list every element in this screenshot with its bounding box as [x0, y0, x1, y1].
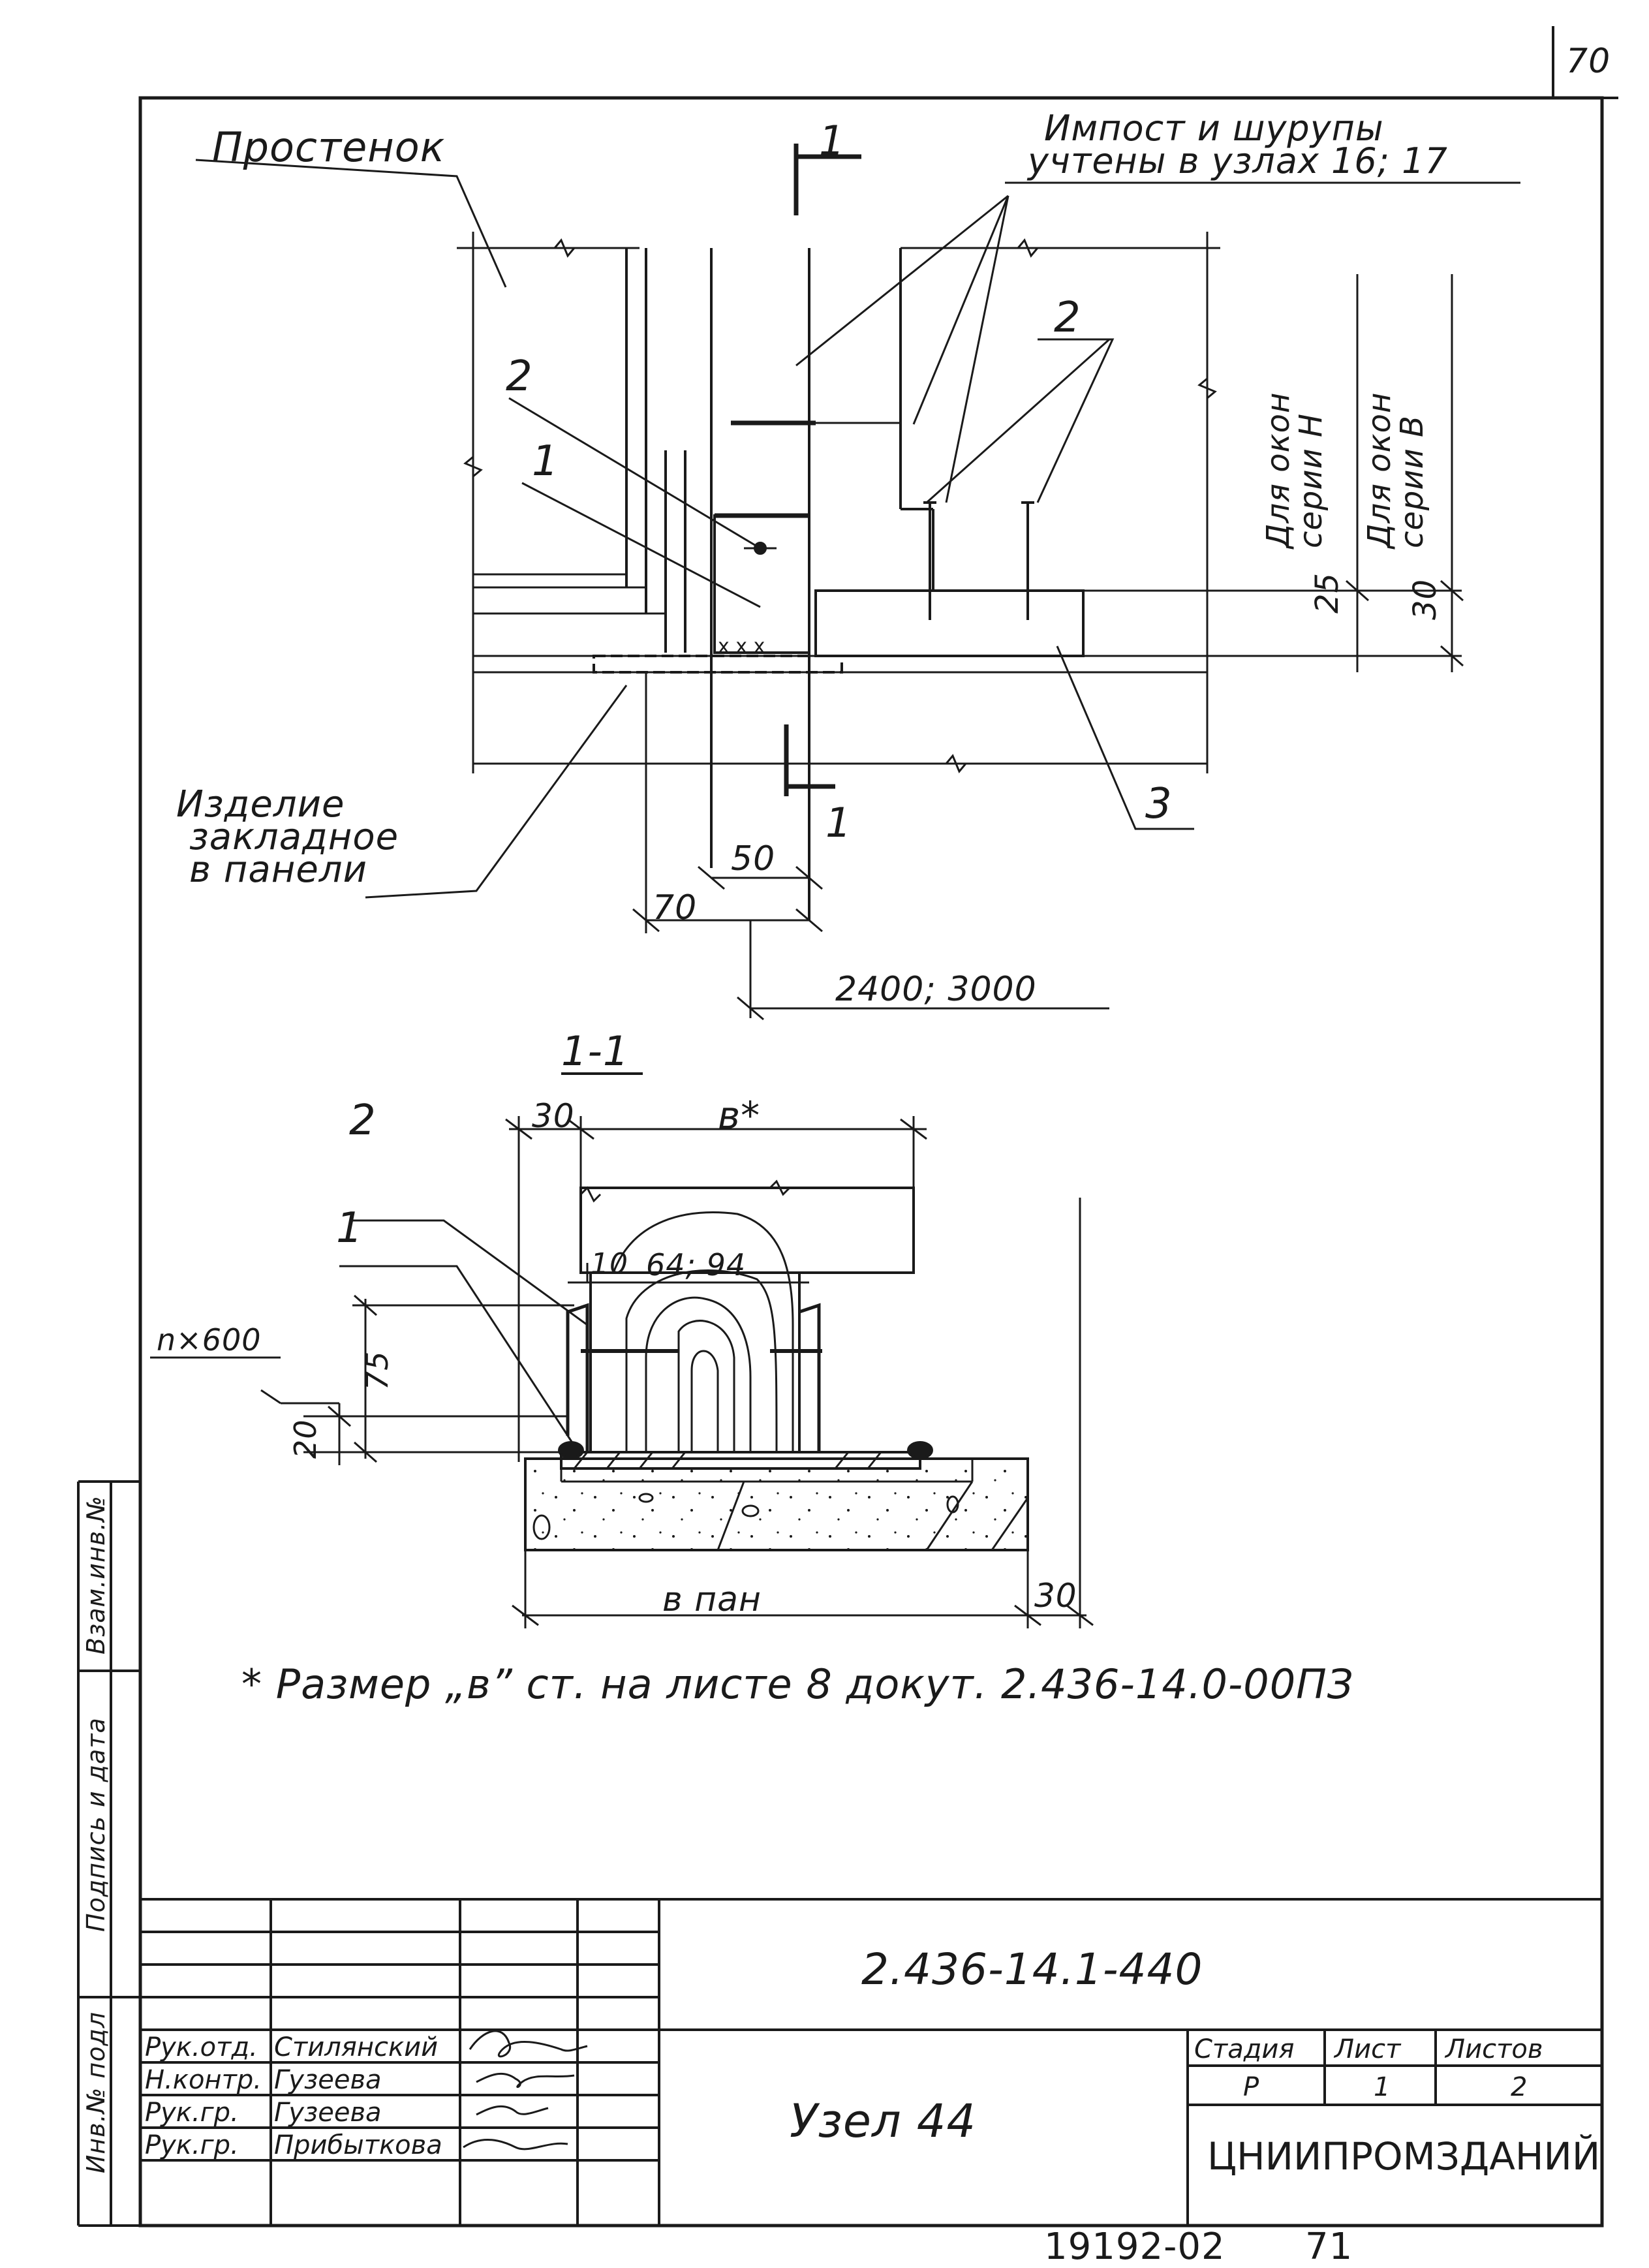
role-3: Рук.гр. — [145, 2098, 239, 2128]
section-dim-b: в* — [718, 1093, 761, 1138]
section-callout-2: 2 — [349, 1096, 377, 1145]
dim-70: 70 — [653, 888, 698, 927]
role-2: Н.контр. — [145, 2065, 262, 2095]
section-mark-bottom: 1 — [825, 799, 852, 847]
note-impost-line1: Импост и шурупы — [1044, 108, 1384, 149]
section-dim-64-94: 64; 94 — [646, 1247, 747, 1282]
callout-1-plan: 1 — [532, 437, 559, 486]
bottom-number: 19192-02 — [1044, 2226, 1225, 2268]
sheets-value: 2 — [1511, 2072, 1528, 2102]
sheets-header: Листов — [1445, 2034, 1543, 2064]
section-1-1-view — [150, 1072, 1094, 1628]
name-1: Стилянский — [274, 2032, 439, 2062]
section-dim-30-top: 30 — [532, 1097, 575, 1135]
section-callout-1: 1 — [336, 1204, 363, 1252]
callout-3: 3 — [1145, 780, 1173, 828]
plan-view: x x x — [195, 144, 1520, 1021]
role-4: Рук.гр. — [145, 2130, 239, 2160]
organization: ЦНИИПРОМЗДАНИЙ — [1207, 2134, 1601, 2179]
callout-2-right: 2 — [1054, 294, 1081, 342]
stage-header: Стадия — [1194, 2034, 1295, 2064]
callout-2-plan: 2 — [506, 352, 533, 401]
drawing-title: Узел 44 — [790, 2094, 977, 2148]
name-4: Прибыткова — [274, 2130, 442, 2160]
footnote: * Размер „в” ст. на листе 8 докут. 2.436… — [241, 1660, 1354, 1708]
stage-value: Р — [1243, 2072, 1259, 2102]
section-dim-30-bottom: 30 — [1034, 1577, 1077, 1615]
section-mark-top: 1 — [819, 117, 846, 164]
note-impost-line2: учтены в узлах 16; 17 — [1028, 140, 1448, 181]
side-stamp-grid — [77, 1480, 140, 2227]
role-1: Рук.отд. — [145, 2032, 258, 2062]
name-3: Гузеева — [274, 2098, 382, 2128]
title-block-grid — [140, 1898, 1602, 2226]
page-number: 70 — [1566, 42, 1611, 81]
name-2: Гузеева — [274, 2065, 382, 2095]
sheet-frame — [138, 96, 1604, 2228]
label-izdelie-3: в панели — [189, 848, 367, 891]
dim-50: 50 — [731, 839, 776, 878]
label-izdelie-1: Изделие — [176, 783, 345, 826]
svg-text:x x x: x x x — [718, 635, 765, 658]
sheet-value: 1 — [1374, 2072, 1391, 2102]
bottom-page: 71 — [1305, 2226, 1353, 2268]
section-dim-n600: n×600 — [157, 1322, 262, 1358]
doc-code: 2.436-14.1-440 — [861, 1944, 1203, 1995]
section-title: 1-1 — [561, 1027, 630, 1075]
label-prostenok: Простенок — [212, 123, 446, 171]
dim-2400-3000: 2400; 3000 — [835, 970, 1037, 1009]
section-dim-10: 10 — [591, 1247, 628, 1281]
label-izdelie-2: закладное — [189, 816, 399, 858]
sheet-header: Лист — [1334, 2034, 1401, 2064]
section-dim-b-pan: в пан — [662, 1580, 762, 1619]
